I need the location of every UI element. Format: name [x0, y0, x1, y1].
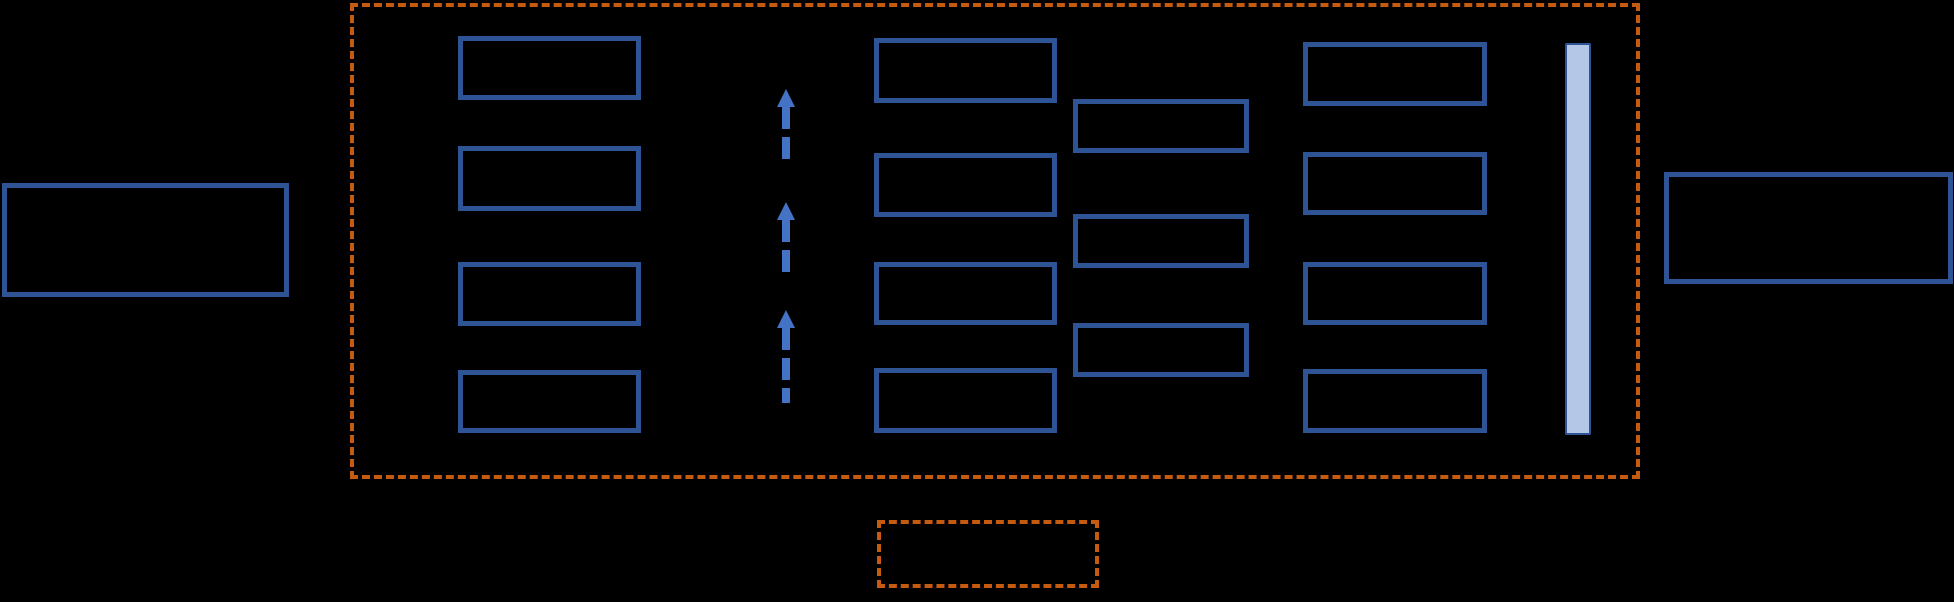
block: [874, 38, 1057, 103]
block: [1073, 99, 1249, 153]
right-output-box: [1664, 172, 1953, 284]
block-column-2: [874, 0, 1057, 602]
block: [874, 368, 1057, 433]
block-column-1: [458, 0, 641, 602]
block-column-3: [1303, 0, 1487, 602]
block: [458, 146, 641, 211]
block: [1073, 323, 1249, 377]
upward-dashed-arrows: [777, 89, 795, 403]
left-input-box: [2, 183, 289, 297]
block: [458, 370, 641, 433]
block: [458, 36, 641, 100]
block: [1303, 152, 1487, 215]
block: [458, 262, 641, 326]
vertical-bar: [1565, 43, 1591, 435]
bottom-dashed-box: [877, 520, 1099, 588]
dashed-up-arrow: [777, 202, 795, 277]
block: [1073, 214, 1249, 268]
block: [874, 153, 1057, 217]
block-column-2-offset: [1073, 0, 1249, 602]
main-dashed-region: [350, 3, 1640, 479]
dashed-up-arrow: [777, 310, 795, 403]
block: [1303, 369, 1487, 433]
dashed-up-arrow: [777, 89, 795, 165]
block: [1303, 42, 1487, 106]
block: [1303, 262, 1487, 325]
block: [874, 262, 1057, 325]
